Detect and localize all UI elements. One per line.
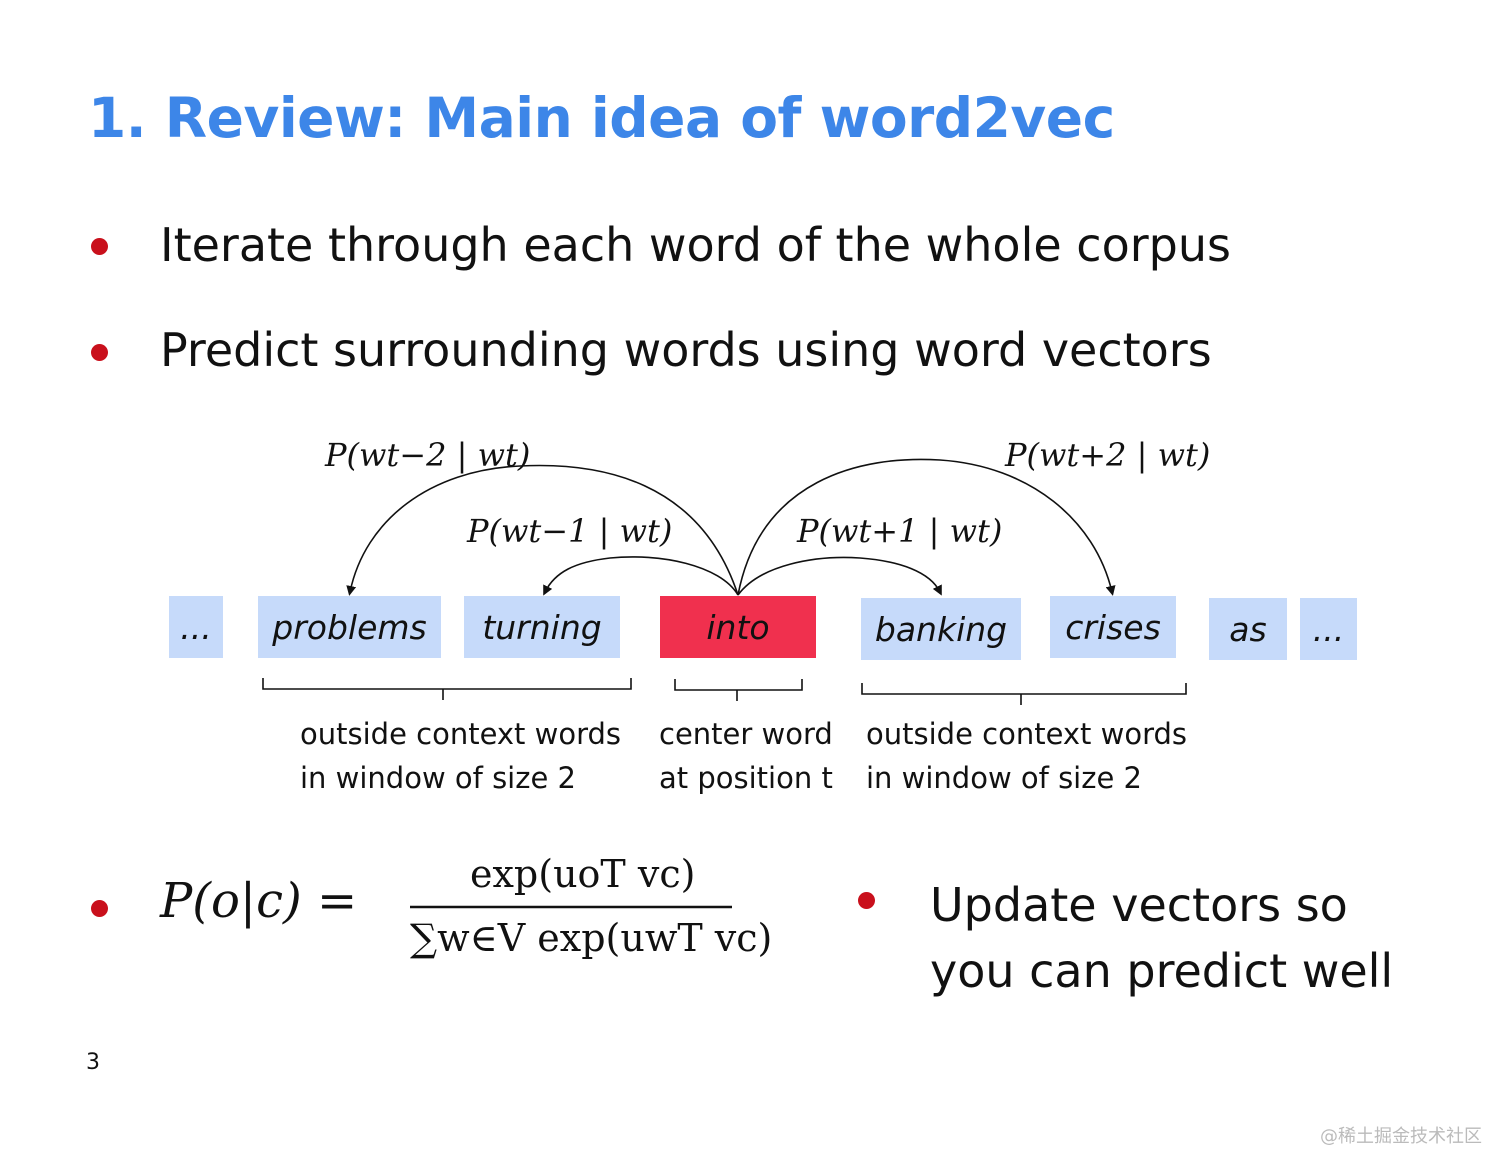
word-box-banking: banking xyxy=(861,598,1021,660)
arc-t-plus-2 xyxy=(737,458,1116,596)
arc-label-t-minus-1: P(wt−1 | wt) xyxy=(467,512,673,550)
bracket-label-center: center word at position t xyxy=(659,717,833,795)
arc-label-t-minus-2: P(wt−2 | wt) xyxy=(325,436,531,474)
arc-t-plus-1 xyxy=(737,556,942,596)
bullet-dot xyxy=(91,344,108,361)
formula-numerator: exp(uoT vc) xyxy=(470,852,696,896)
word-box-ellipsis-left: ... xyxy=(169,596,223,658)
word-box-turning: turning xyxy=(464,596,620,658)
arc-label-t-plus-1: P(wt+1 | wt) xyxy=(797,512,1003,550)
slide-title: 1. Review: Main idea of word2vec xyxy=(88,86,1115,150)
bullet-update: Update vectors so you can predict well xyxy=(930,878,1394,998)
bullet-dot xyxy=(91,900,108,917)
watermark: @稀土掘金技术社区 xyxy=(1320,1126,1482,1147)
formula-lhs: P(o|c) = xyxy=(160,873,358,929)
bullet-dot xyxy=(91,238,108,255)
word-box-problems: problems xyxy=(258,596,441,658)
bracket-label-right: outside context words in window of size … xyxy=(866,717,1188,795)
bracket-right xyxy=(861,683,1187,705)
bracket-center xyxy=(674,679,803,701)
word-box-as: as xyxy=(1209,598,1287,660)
word-box-crises: crises xyxy=(1050,596,1176,658)
arc-t-minus-1 xyxy=(543,556,739,596)
arc-t-minus-2 xyxy=(346,464,739,596)
bracket-left xyxy=(262,678,632,700)
bullet-predict: Predict surrounding words using word vec… xyxy=(160,323,1212,377)
word-box-into-center: into xyxy=(660,596,816,658)
word-box-ellipsis-right: ... xyxy=(1300,598,1357,660)
bullet-iterate: Iterate through each word of the whole c… xyxy=(160,218,1231,272)
bullet-dot xyxy=(858,892,875,909)
bracket-label-left: outside context words in window of size … xyxy=(300,717,622,795)
formula-denominator: ∑w∈V exp(uwT vc) xyxy=(410,916,773,960)
arc-label-t-plus-2: P(wt+2 | wt) xyxy=(1005,436,1211,474)
page-number: 3 xyxy=(86,1050,100,1075)
